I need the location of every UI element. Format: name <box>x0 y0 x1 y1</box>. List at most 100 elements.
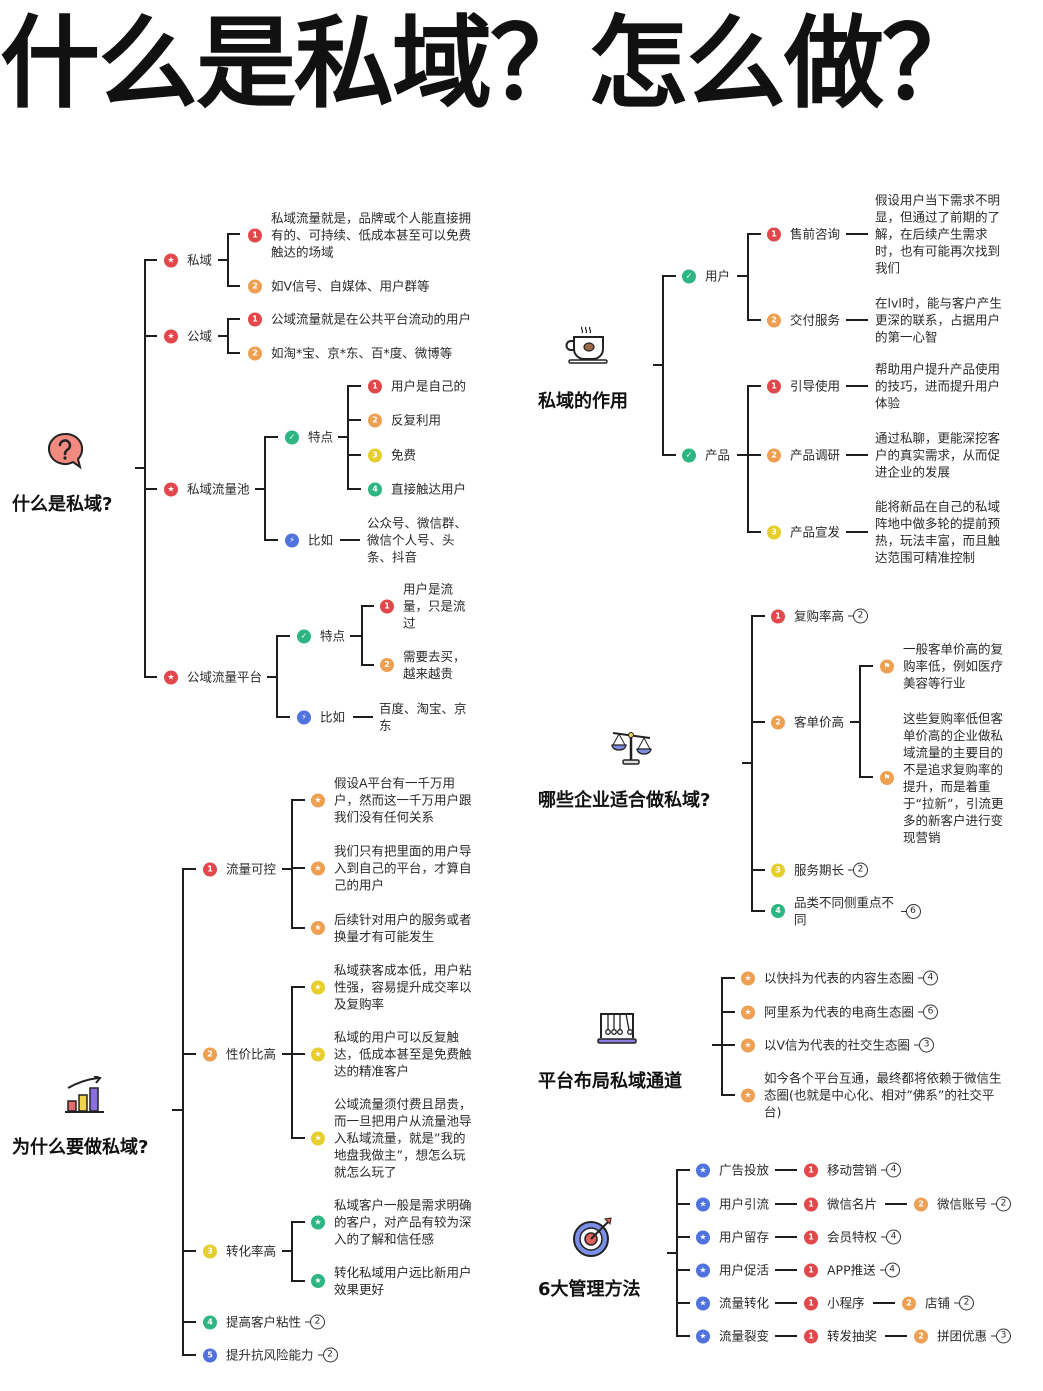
mind-map-node: ⚑一般客单价高的复购率低，例如医疗美容等行业 <box>880 641 1006 692</box>
child-count[interactable]: 4 <box>886 1229 902 1245</box>
child-count[interactable]: 6 <box>923 1004 939 1020</box>
child-count[interactable]: 6 <box>905 903 921 919</box>
connector-line <box>676 1169 678 1337</box>
child-count-badge[interactable]: 6 <box>900 903 921 919</box>
child-count[interactable]: 4 <box>886 1162 902 1178</box>
connector-line <box>183 1250 196 1252</box>
connector-line <box>353 716 373 718</box>
child-count-badge[interactable]: 6 <box>918 1004 939 1020</box>
mind-map-node: 能将新品在自己的私域阵地中做多轮的提前预热，玩法丰富，而且触达范围可精准控制 <box>875 498 1003 566</box>
mind-map-node: 百度、淘宝、京东 <box>379 700 469 734</box>
connector-line <box>748 531 761 533</box>
connector-line <box>282 1250 292 1252</box>
child-count-badge[interactable]: 2 <box>848 608 869 624</box>
check-icon: ✓ <box>297 629 311 643</box>
connector-line <box>347 385 349 490</box>
section-title-fit: 哪些企业适合做私域? <box>538 790 711 811</box>
node-label: 转发抽奖 <box>827 1328 878 1344</box>
child-count[interactable]: 2 <box>310 1314 326 1330</box>
connector-line <box>348 488 361 490</box>
node-label: 通过私聊，更能深挖客户的真实需求，从而促进企业的发展 <box>875 430 1001 480</box>
child-count[interactable]: 2 <box>996 1196 1012 1212</box>
connector-line <box>667 1252 677 1254</box>
branch-siyu: ★私域 <box>164 252 212 269</box>
section-title-role: 私域的作用 <box>538 391 628 412</box>
node-label: 产品宣发 <box>790 524 841 540</box>
child-count-badge[interactable]: 2 <box>317 1347 338 1363</box>
child-count[interactable]: 4 <box>884 1262 900 1278</box>
mind-map-node: ★假设A平台有一千万用户，然而这一千万用户跟我们没有任何关系 <box>311 775 474 826</box>
child-count-badge[interactable]: 4 <box>879 1262 900 1278</box>
child-count[interactable]: 2 <box>959 1295 975 1311</box>
child-count-badge[interactable]: 2 <box>954 1295 975 1311</box>
mind-map-node: 公众号、微信群、微信个人号、头条、抖音 <box>367 515 470 566</box>
child-count[interactable]: 4 <box>923 970 939 986</box>
number-1-icon: 1 <box>771 609 785 623</box>
number-1-icon: 1 <box>804 1296 818 1310</box>
star-icon: ★ <box>696 1296 710 1310</box>
section-title-what: 什么是私域? <box>12 494 113 515</box>
node-label: 私域 <box>187 252 213 268</box>
newtons-cradle-icon <box>597 1013 637 1044</box>
connector-line <box>752 721 765 723</box>
child-count-badge[interactable]: 3 <box>914 1037 935 1053</box>
mind-map-node: ★私域的用户可以反复触达，低成本甚至是免费触达的精准客户 <box>311 1029 474 1080</box>
branch-public-platform: ★公域流量平台 <box>164 669 262 686</box>
connector-line <box>775 1169 797 1171</box>
child-count-badge[interactable]: 3 <box>991 1328 1012 1344</box>
child-count-badge[interactable]: 4 <box>918 970 939 986</box>
node-label: 引导使用 <box>790 378 841 394</box>
child-count[interactable]: 3 <box>996 1328 1012 1344</box>
section-title-channel: 平台布局私域通道 <box>538 1071 682 1092</box>
connector-line <box>775 1335 797 1337</box>
branch-gongyu: ★公域 <box>164 328 212 345</box>
number-1-icon: 1 <box>248 312 262 326</box>
star-icon: ★ <box>696 1197 710 1211</box>
child-count[interactable]: 2 <box>853 862 869 878</box>
node-label: 流量裂变 <box>719 1328 770 1344</box>
child-count-badge[interactable]: 2 <box>305 1314 326 1330</box>
connector-line <box>292 1137 305 1139</box>
child-count-badge[interactable]: 4 <box>881 1229 902 1245</box>
child-count-badge[interactable]: 4 <box>881 1162 902 1178</box>
number-4-icon: 4 <box>771 904 785 918</box>
number-2-icon: 2 <box>771 715 785 729</box>
star-icon: ★ <box>311 921 325 935</box>
connector-line <box>183 1321 196 1323</box>
connector-line <box>850 721 860 723</box>
connector-line <box>859 665 861 778</box>
mind-map-node: ★私域客户一般是需求明确的客户，对产品有较为深入的了解和信任感 <box>311 1197 474 1248</box>
collapse-connector <box>991 1203 997 1205</box>
child-count-badge[interactable]: 2 <box>848 862 869 878</box>
mind-map-node: ★我们只有把里面的用户导入到自己的平台，才算自己的用户 <box>311 843 474 894</box>
mind-map-node: ★如今各个平台互通，最终都将依赖于微信生态圈(也就是中心化、相对”佛系”的社交平… <box>741 1070 1004 1121</box>
connector-line <box>721 977 723 1096</box>
node-label: 如今各个平台互通，最终都将依赖于微信生态圈(也就是中心化、相对”佛系”的社交平台… <box>764 1070 1002 1120</box>
connector-line <box>348 385 361 387</box>
child-count[interactable]: 2 <box>853 608 869 624</box>
mind-map-node: ⚑这些复购率低但客单价高的企业做私域流量的主要目的不是追求复购率的提升，而是着重… <box>880 710 1006 846</box>
connector-line <box>885 1203 907 1205</box>
node-label: 产品 <box>705 447 731 463</box>
connector-line <box>265 539 278 541</box>
node-label: 公域 <box>187 328 213 344</box>
child-count[interactable]: 3 <box>919 1037 935 1053</box>
child-count[interactable]: 2 <box>322 1347 338 1363</box>
connector-line <box>873 1302 895 1304</box>
check-icon: ✓ <box>285 430 299 444</box>
connector-line <box>218 259 228 261</box>
node-label: 品类不同侧重点不同 <box>794 895 895 927</box>
connector-line <box>846 454 868 456</box>
node-label: APP推送 <box>827 1262 876 1278</box>
child-count-badge[interactable]: 2 <box>991 1196 1012 1212</box>
connector-line <box>737 275 748 277</box>
node-label: 用户留存 <box>719 1229 770 1245</box>
method-row: ★流量裂变 <box>696 1328 769 1345</box>
connector-line <box>846 531 868 533</box>
